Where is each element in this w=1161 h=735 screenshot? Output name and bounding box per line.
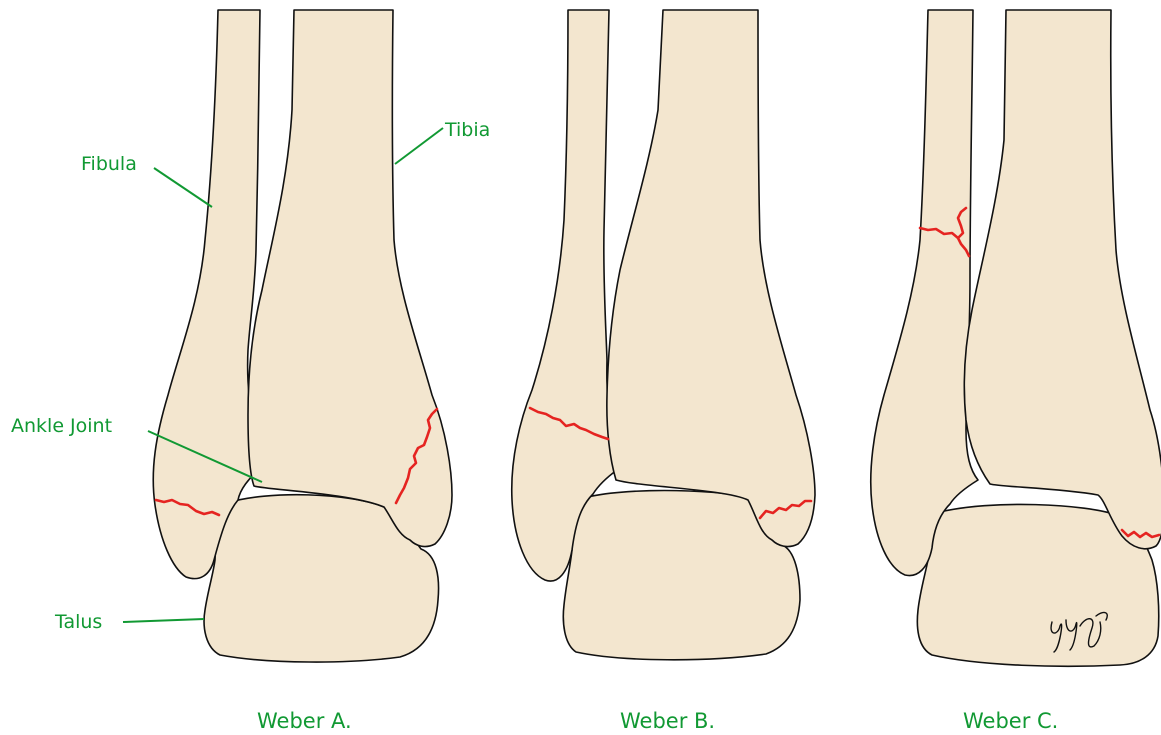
- weber-a-tibia: [248, 10, 452, 547]
- fibula-leader-line: [154, 168, 212, 207]
- weber-c-illustration: Weber C.: [871, 10, 1161, 733]
- weber-c-caption: Weber C.: [963, 709, 1058, 733]
- ankle-joint-label: Ankle Joint: [11, 415, 112, 437]
- weber-b-tibia: [607, 10, 815, 547]
- weber-c-fibula: [871, 10, 978, 576]
- weber-a-illustration: Fibula Tibia Ankle Joint Talus: [11, 10, 490, 662]
- weber-a-caption: Weber A.: [257, 709, 352, 733]
- tibia-leader-line: [395, 128, 443, 164]
- talus-leader-line: [123, 619, 204, 622]
- weber-b-caption: Weber B.: [620, 709, 715, 733]
- weber-b-illustration: Weber B.: [512, 10, 815, 733]
- tibia-label: Tibia: [444, 119, 490, 141]
- weber-a-fibula: [153, 10, 262, 579]
- talus-label: Talus: [54, 611, 102, 633]
- weber-c-tibia: [964, 10, 1161, 549]
- fibula-label: Fibula: [81, 153, 137, 175]
